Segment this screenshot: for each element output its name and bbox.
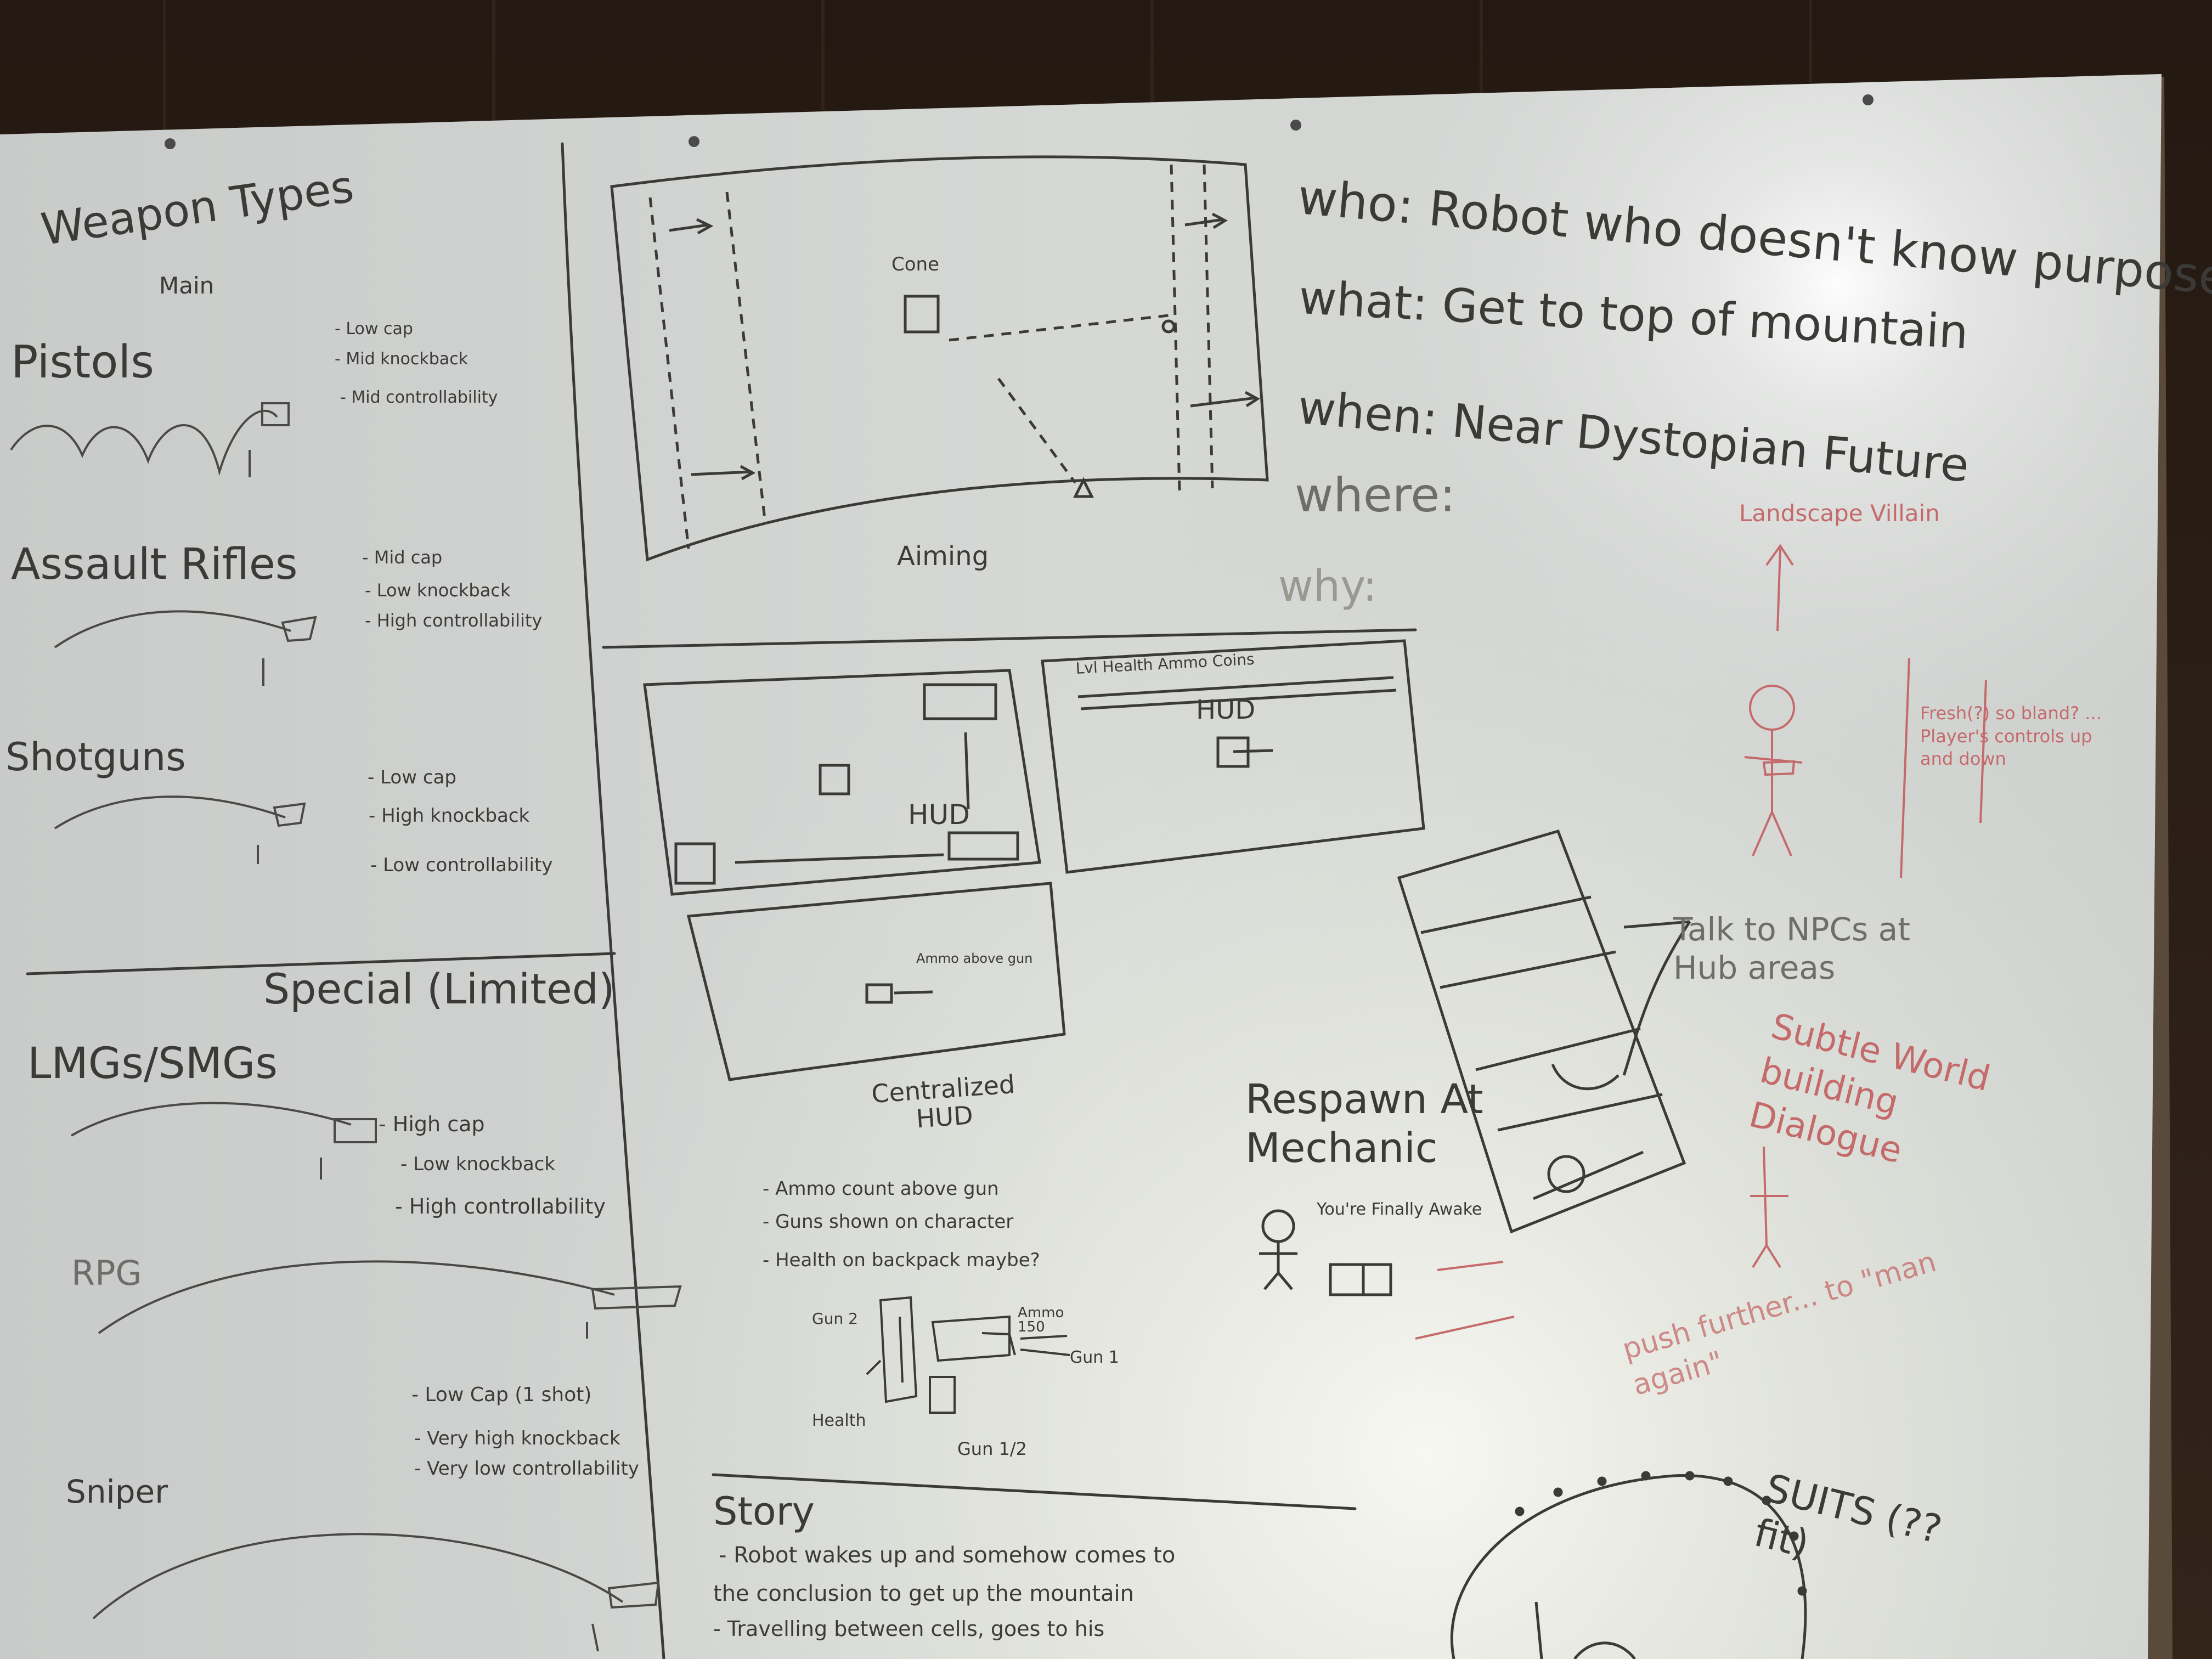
hud-label-2: HUD [1196, 695, 1256, 725]
divider-left [561, 142, 665, 1659]
respawn-quote: You're Finally Awake [1317, 1200, 1482, 1219]
special-heading: Special (Limited) [263, 964, 615, 1013]
red-side-note: Fresh(?) so bland? ... Player's controls… [1920, 703, 2102, 770]
shotguns-label: Shotguns [5, 735, 186, 780]
ar-note-1: - Mid cap [362, 547, 443, 568]
sniper-note-2: - Very high knockback [414, 1427, 620, 1449]
where-prompt: where: [1295, 468, 1456, 523]
hud-label-1: HUD [908, 799, 970, 831]
lmg-note-1: - High cap [379, 1112, 485, 1136]
backpack-gun2-label: Gun 2 [812, 1310, 858, 1328]
shotgun-note-3: - Low controllability [370, 854, 553, 876]
divider-story [712, 1473, 1357, 1510]
talk-npcs-note: Talk to NPCs at Hub areas [1673, 911, 1910, 986]
cone-label: Cone [891, 253, 940, 275]
why-prompt: why: [1278, 562, 1377, 611]
story-line-1: - Robot wakes up and somehow comes to [719, 1543, 1176, 1568]
assault-rifles-label: Assault Rifles [11, 540, 298, 589]
story-heading: Story [713, 1489, 815, 1534]
lmg-note-2: - Low knockback [400, 1153, 556, 1175]
npc-diagram [1397, 829, 1691, 1234]
aiming-label: Aiming [897, 541, 989, 572]
centralized-hud-panel [686, 882, 1066, 1081]
hud-note-2: - Guns shown on character [763, 1211, 1014, 1233]
pistols-note-3: - Mid controllability [340, 388, 498, 407]
aiming-diagram [610, 155, 1269, 562]
lmgs-label: LMGs/SMGs [27, 1039, 278, 1088]
pistols-note-1: - Low cap [335, 319, 413, 338]
hud-note-1: - Ammo count above gun [763, 1178, 999, 1200]
pistols-note-2: - Mid knockback [335, 349, 469, 369]
hud-note-3: - Health on backpack maybe? [763, 1249, 1040, 1271]
backpack-diagram [866, 1296, 1070, 1414]
divider-special [26, 952, 616, 975]
weapon-main-label: Main [159, 272, 215, 299]
respawn-label: Respawn At Mechanic [1245, 1076, 1483, 1172]
ammo-above-gun-note: Ammo above gun [916, 951, 1033, 966]
shotgun-note-1: - Low cap [368, 766, 456, 788]
landscape-villain-note: Landscape Villain [1739, 500, 1940, 527]
centralized-hud-label: Centralized HUD [870, 1069, 1016, 1134]
backpack-health-label: Health [812, 1411, 866, 1430]
ar-note-3: - High controllability [365, 610, 543, 631]
weapon-arcs [10, 402, 682, 1652]
divider-hud [602, 628, 1417, 649]
red-sketches [1415, 544, 1987, 1340]
shotgun-note-2: - High knockback [369, 805, 530, 827]
hud-panel-2 [1041, 639, 1425, 874]
suits-diagram [1450, 1471, 1807, 1659]
backpack-ammo-label: Ammo 150 [1018, 1305, 1064, 1335]
pistols-label: Pistols [11, 336, 154, 388]
mechanic-figure [1259, 1209, 1392, 1296]
sniper-note-3: - Very low controllability [414, 1458, 639, 1480]
sniper-note-1: - Low Cap (1 shot) [411, 1384, 592, 1406]
rpg-label: RPG [71, 1253, 142, 1293]
backpack-gun-half-label: Gun 1/2 [957, 1438, 1028, 1459]
hud-panel-1 [643, 669, 1041, 896]
story-line-3: - Travelling between cells, goes to his [713, 1617, 1105, 1641]
backpack-gun1-label: Gun 1 [1070, 1348, 1119, 1367]
sniper-label: Sniper [66, 1473, 168, 1510]
story-line-2: the conclusion to get up the mountain [713, 1581, 1135, 1606]
ar-note-2: - Low knockback [365, 580, 511, 601]
lmg-note-3: - High controllability [395, 1194, 606, 1218]
